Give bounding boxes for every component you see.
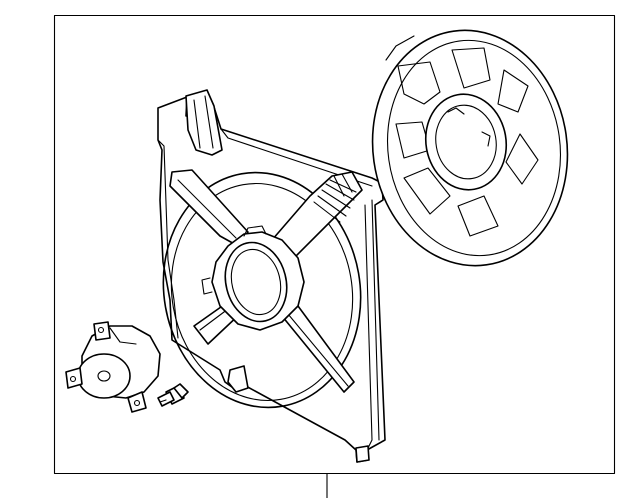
- fan-shroud: [157, 89, 386, 463]
- diagram-frame: [53, 14, 616, 498]
- fan-blade: [371, 29, 569, 267]
- fan-motor: [65, 321, 161, 413]
- mounting-bolt: [157, 383, 189, 407]
